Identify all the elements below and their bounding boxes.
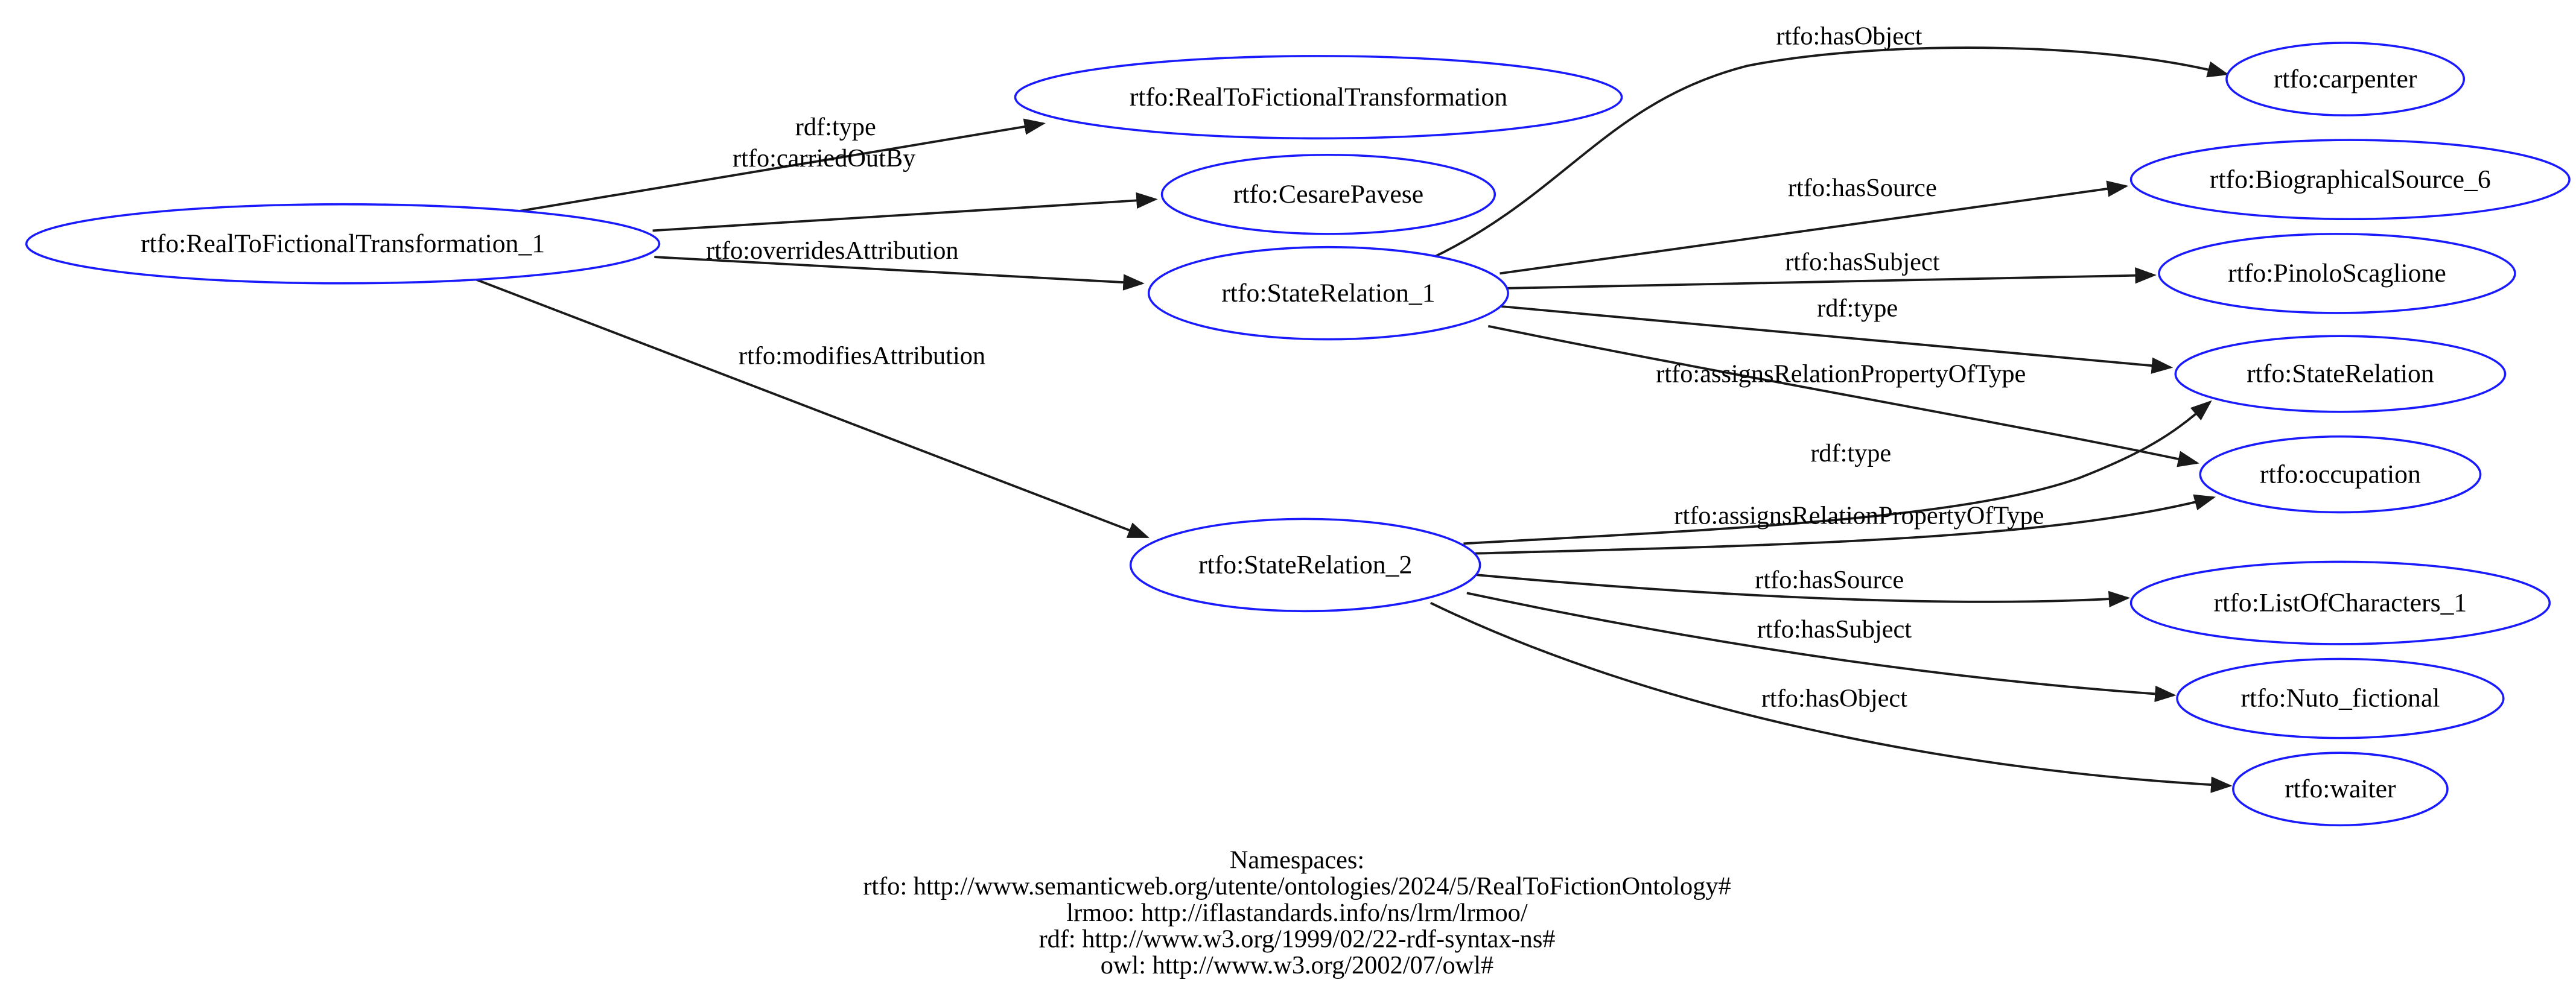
edge-line xyxy=(1430,46,2229,260)
edge-label: rdf:type xyxy=(1817,294,1898,322)
edge-label: rdf:type xyxy=(1810,439,1891,467)
node-ellipse xyxy=(2129,139,2571,221)
node-rtfo-waiter: rtfo:waiter xyxy=(2232,751,2449,827)
namespace-line-rtfo: rtfo: http://www.semanticweb.org/utente/… xyxy=(863,872,1731,900)
edge-label: rtfo:hasSubject xyxy=(1757,615,1912,644)
node-label: rtfo:PinoloScaglione xyxy=(2228,259,2446,288)
namespaces-legend: Namespaces: rtfo: http://www.semanticweb… xyxy=(863,846,1731,979)
namespace-line-lrmoo: lrmoo: http://iflastandards.info/ns/lrm/… xyxy=(1066,899,1527,927)
edge-staterelation1-rdftype-staterelation: rdf:type xyxy=(1501,294,2174,374)
namespace-line-rdf: rdf: http://www.w3.org/1999/02/22-rdf-sy… xyxy=(1039,925,1556,953)
node-rtfo-occupation: rtfo:occupation xyxy=(2199,435,2482,514)
edge-staterelation2-assignsrelationpropertyoftype-occupation: rtfo:assignsRelationPropertyOfType xyxy=(1475,494,2216,555)
edge-label: rtfo:hasObject xyxy=(1761,685,1907,713)
node-ellipse xyxy=(2158,233,2516,314)
edge-line xyxy=(654,256,1145,291)
edge-label: rtfo:hasSource xyxy=(1788,174,1937,202)
node-label: rtfo:ListOfCharacters_1 xyxy=(2214,588,2467,617)
node-rtfo-realtofictionaltransformation-1: rtfo:RealToFictionalTransformation_1 xyxy=(25,203,661,285)
edge-line xyxy=(1466,592,2177,703)
edge-label: rtfo:hasSource xyxy=(1755,566,1904,594)
node-ellipse xyxy=(2232,751,2449,827)
node-label: rtfo:Nuto_fictional xyxy=(2240,684,2440,713)
node-ellipse xyxy=(1014,55,1623,140)
edge-line xyxy=(652,192,1158,232)
edge-staterelation1-hasobject-carpenter: rtfo:hasObject xyxy=(1430,22,2229,260)
edge-staterelation2-hasobject-waiter: rtfo:hasObject xyxy=(1430,601,2233,793)
edge-line xyxy=(510,118,1046,214)
edge-rtft1-modifiesattribution-staterelation2: rtfo:modifiesAttribution xyxy=(472,277,1150,539)
edge-line xyxy=(472,277,1150,539)
edge-label: rtfo:assignsRelationPropertyOfType xyxy=(1674,502,2044,530)
node-rtfo-carpenter: rtfo:carpenter xyxy=(2225,42,2466,116)
edge-line xyxy=(1499,180,2129,275)
node-ellipse xyxy=(1160,153,1496,235)
node-label: rtfo:carpenter xyxy=(2274,65,2417,93)
node-label: rtfo:StateRelation xyxy=(2247,359,2434,388)
node-rtfo-pinoloscaglione: rtfo:PinoloScaglione xyxy=(2158,233,2516,314)
edge-staterelation2-hassource-listofcharacters1: rtfo:hasSource xyxy=(1477,566,2131,607)
edge-line xyxy=(1504,267,2157,290)
node-label: rtfo:StateRelation_2 xyxy=(1198,550,1412,579)
node-label: rtfo:RealToFictionalTransformation_1 xyxy=(141,229,545,258)
node-rtfo-staterelation-1: rtfo:StateRelation_1 xyxy=(1147,245,1509,341)
edge-label: rtfo:overridesAttribution xyxy=(706,236,958,265)
node-rtfo-staterelation: rtfo:StateRelation xyxy=(2174,335,2507,413)
node-ellipse xyxy=(2129,560,2551,645)
edge-staterelation1-hassubject-pinoloscaglione: rtfo:hasSubject xyxy=(1504,248,2157,290)
node-label: rtfo:occupation xyxy=(2260,460,2421,489)
edge-line xyxy=(1477,574,2131,607)
edge-label: rtfo:modifiesAttribution xyxy=(739,342,985,370)
edge-label: rtfo:hasSubject xyxy=(1785,248,1940,276)
node-rtfo-nuto-fictional: rtfo:Nuto_fictional xyxy=(2176,657,2505,739)
node-label: rtfo:CesarePavese xyxy=(1233,180,1423,209)
edge-label: rtfo:assignsRelationPropertyOfType xyxy=(1656,360,2026,388)
node-rtfo-staterelation-2: rtfo:StateRelation_2 xyxy=(1129,517,1481,613)
edge-staterelation2-rdftype-staterelation: rdf:type xyxy=(1463,400,2212,545)
namespace-line-owl: owl: http://www.w3.org/2002/07/owl# xyxy=(1101,951,1493,979)
node-rtfo-biographicalsource-6: rtfo:BiographicalSource_6 xyxy=(2129,139,2571,221)
node-rtfo-cesarepavese: rtfo:CesarePavese xyxy=(1160,153,1496,235)
edge-rtft1-overridesattribution-staterelation1: rtfo:overridesAttribution xyxy=(654,236,1145,291)
node-rtfo-realtofictionaltransformation: rtfo:RealToFictionalTransformation xyxy=(1014,55,1623,140)
edge-label: rdf:type xyxy=(795,113,876,141)
node-label: rtfo:StateRelation_1 xyxy=(1221,279,1435,308)
edge-line xyxy=(1501,305,2174,374)
node-ellipse xyxy=(2199,435,2482,514)
node-ellipse xyxy=(1147,245,1509,341)
edge-staterelation1-hassource-biographicalsource6: rtfo:hasSource xyxy=(1499,174,2129,275)
node-ellipse xyxy=(2176,657,2505,739)
edge-label: rtfo:hasObject xyxy=(1776,22,1922,51)
node-label: rtfo:BiographicalSource_6 xyxy=(2210,165,2491,194)
edge-staterelation2-hassubject-nutofictional: rtfo:hasSubject xyxy=(1466,592,2177,703)
edge-label: rtfo:carriedOutBy xyxy=(733,144,915,172)
edge-rtft1-rdftype-rtft: rdf:type xyxy=(510,113,1046,214)
edge-line xyxy=(1463,400,2212,545)
node-ellipse xyxy=(2174,335,2507,413)
node-label: rtfo:RealToFictionalTransformation xyxy=(1130,83,1507,112)
node-ellipse xyxy=(25,203,661,285)
edge-staterelation1-assignsrelationpropertyoftype-occupation: rtfo:assignsRelationPropertyOfType xyxy=(1487,324,2199,467)
edge-line xyxy=(1487,324,2199,467)
edge-rtft1-carriedoutby-cesarepavese: rtfo:carriedOutBy xyxy=(652,144,1158,232)
edge-line xyxy=(1475,494,2216,555)
node-rtfo-listofcharacters-1: rtfo:ListOfCharacters_1 xyxy=(2129,560,2551,645)
node-ellipse xyxy=(1129,517,1481,613)
node-label: rtfo:waiter xyxy=(2285,774,2396,803)
namespaces-title: Namespaces: xyxy=(1230,846,1364,874)
node-ellipse xyxy=(2225,42,2466,116)
edge-line xyxy=(1430,601,2233,793)
